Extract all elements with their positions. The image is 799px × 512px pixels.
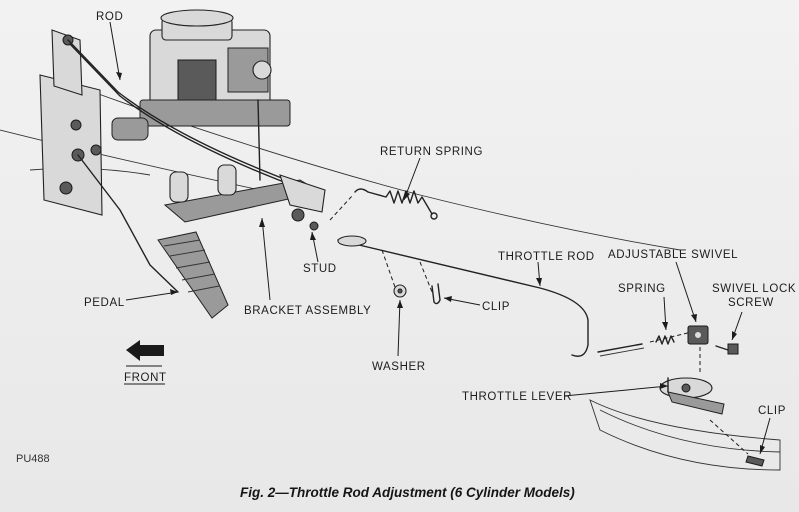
front-arrow-icon <box>126 340 164 367</box>
bracket-assembly <box>163 164 326 231</box>
leader-lines <box>109 21 771 455</box>
throttle-lever-part <box>659 377 725 415</box>
swivel-lock-screw-part <box>715 343 739 355</box>
throttle-rod <box>337 235 645 357</box>
clip-part-upper <box>431 283 441 305</box>
firewall-bracket <box>39 29 103 216</box>
label-swivel-lock: SWIVEL LOCK <box>712 283 796 295</box>
carburetor <box>111 9 291 181</box>
figure-caption: Fig. 2—Throttle Rod Adjustment (6 Cylind… <box>240 485 575 500</box>
spring-part <box>655 335 675 345</box>
label-return-spring: RETURN SPRING <box>380 146 483 158</box>
pedal-assembly <box>77 154 229 319</box>
assembly-lines <box>329 195 749 455</box>
label-washer: WASHER <box>372 361 426 373</box>
label-rod: ROD <box>96 11 123 23</box>
label-screw: SCREW <box>728 297 774 309</box>
accelerator-rod <box>67 39 303 190</box>
clip-part-lower <box>745 455 765 467</box>
label-throttle-rod: THROTTLE ROD <box>498 251 595 263</box>
label-throttle-lever: THROTTLE LEVER <box>462 391 572 403</box>
washer-hole <box>397 288 403 294</box>
adjustable-swivel-part <box>687 325 709 345</box>
label-adjustable-swivel: ADJUSTABLE SWIVEL <box>608 249 738 261</box>
label-spring: SPRING <box>618 283 666 295</box>
label-bracket-assembly: BRACKET ASSEMBLY <box>244 305 371 317</box>
label-clip-lower: CLIP <box>758 405 786 417</box>
figure-code: PU488 <box>16 453 50 465</box>
label-clip-upper: CLIP <box>482 301 510 313</box>
label-front: FRONT <box>124 372 167 384</box>
return-spring <box>354 188 438 220</box>
label-pedal: PEDAL <box>84 297 125 309</box>
label-stud: STUD <box>303 263 337 275</box>
